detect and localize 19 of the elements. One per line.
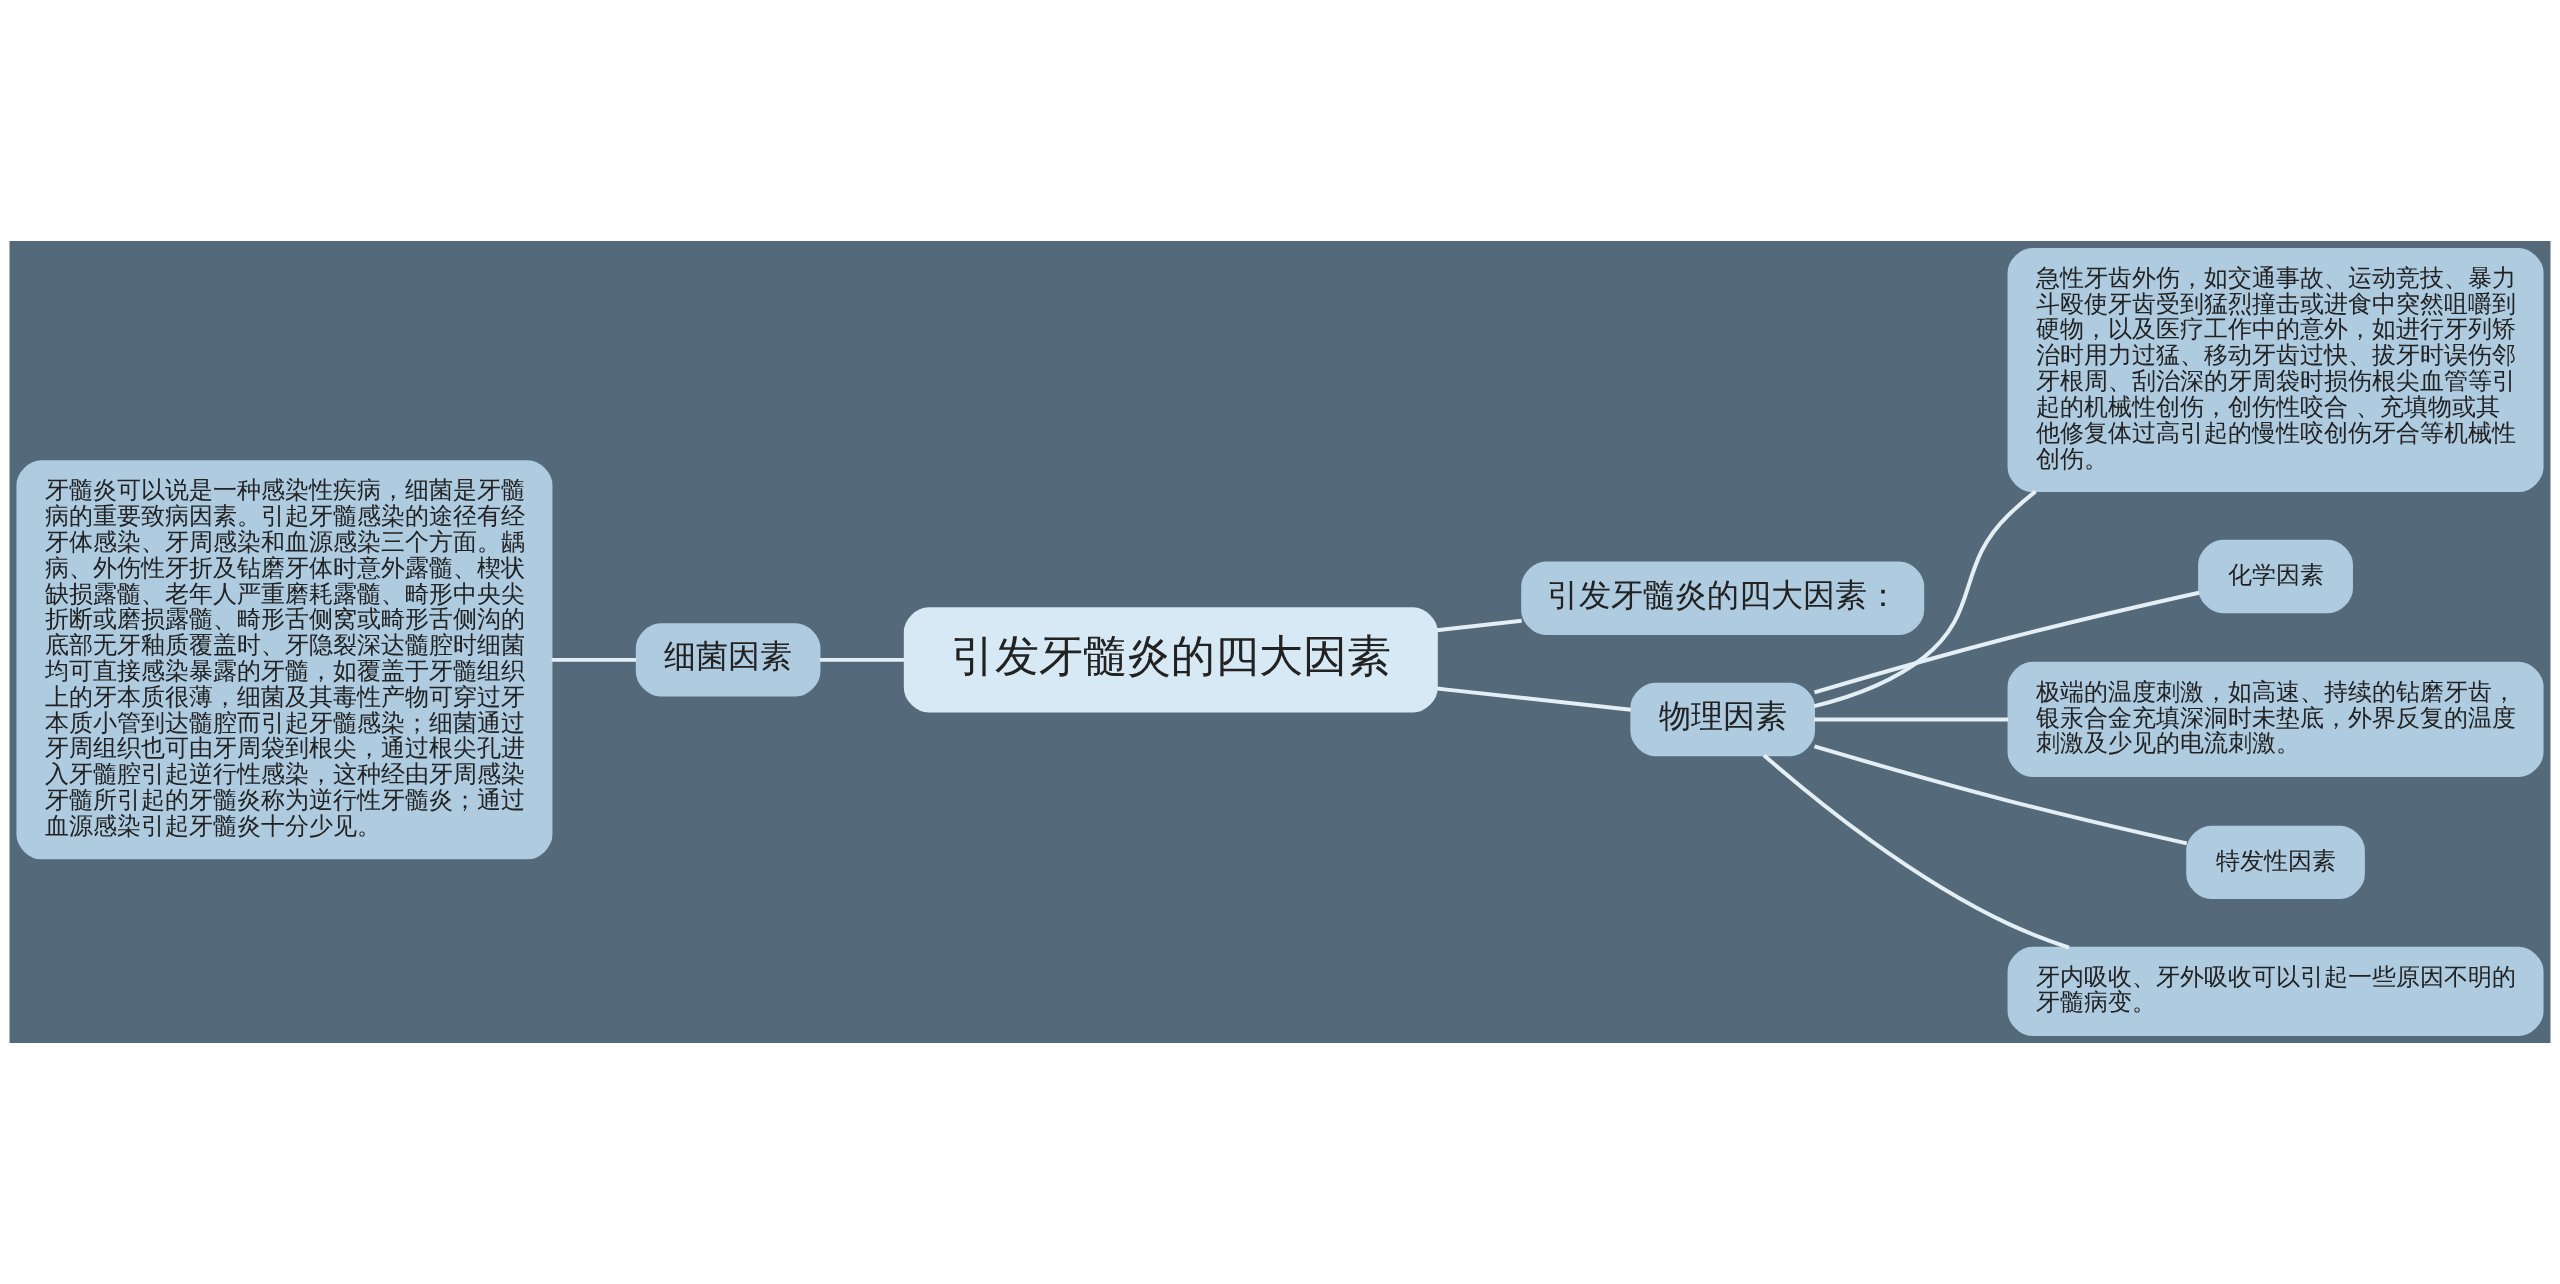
node-box: 牙内吸收、牙外吸收可以引起一些原因不明的牙髓病变。 [2007,946,2544,1037]
node-box: 极端的温度刺激，如高速、持续的钻磨牙齿，银汞合金充填深洞时未垫底，外界反复的温度刺激及少见的电流刺激。 [2007,661,2544,777]
connector [1762,753,2070,950]
connector [1436,618,1522,633]
connector [1813,744,2188,846]
connector [1813,590,2200,695]
node-box: 引发牙髓炎的四大因素 [903,607,1438,713]
node-box: 细菌因素 [635,623,821,697]
node-box: 物理因素 [1630,682,1815,757]
node-box: 牙髓炎可以说是一种感染性疾病，细菌是牙髓病的重要致病因素。引起牙髓感染的途径有经牙体感染、牙周感染和血源感染三个方面。龋病、外伤性牙折及钻磨牙体时意外露髓、楔状缺损露髓、老年人严重磨耗露髓、畸形中央尖折断或磨损露髓、畸形舌侧窝或畸形舌侧沟的底部无牙釉质覆盖时、牙隐裂深达髓腔时细菌均可直接感染暴露的牙髓，如覆盖于牙髓组织上的牙本质很薄，细菌及其毒性产物可穿过牙本质小管到达髓腔而引起牙髓感染；细菌通过牙周组织也可由牙周袋到根尖，通过根尖孔进入牙髓腔引起逆行性感染，这种经由牙周感染牙髓所引起的牙髓炎称为逆行性牙髓炎；通过血源感染引起牙髓炎十分少见。 [16,460,553,860]
connector [1436,686,1632,712]
connector [551,657,637,662]
connector [1814,717,2009,722]
connector [819,657,905,662]
connector [1813,489,2037,709]
node-box: 引发牙髓炎的四大因素： [1521,561,1925,636]
node-box: 急性牙齿外伤，如交通事故、运动竞技、暴力斗殴使牙齿受到猛烈撞击或进食中突然咀嚼到硬物，以及医疗工作中的意外，如进行牙列矫治时用力过猛、移动牙齿过快、拔牙时误伤邻牙根周、刮治深的牙周袋时损伤根尖血管等引起的机械性创伤，创伤性咬合 、充填物或其他修复体过高引起的慢性咬创伤牙合等机械性创伤。 [2007,247,2544,493]
node-box: 特发性因素 [2186,825,2365,900]
node-box: 化学因素 [2198,539,2353,614]
